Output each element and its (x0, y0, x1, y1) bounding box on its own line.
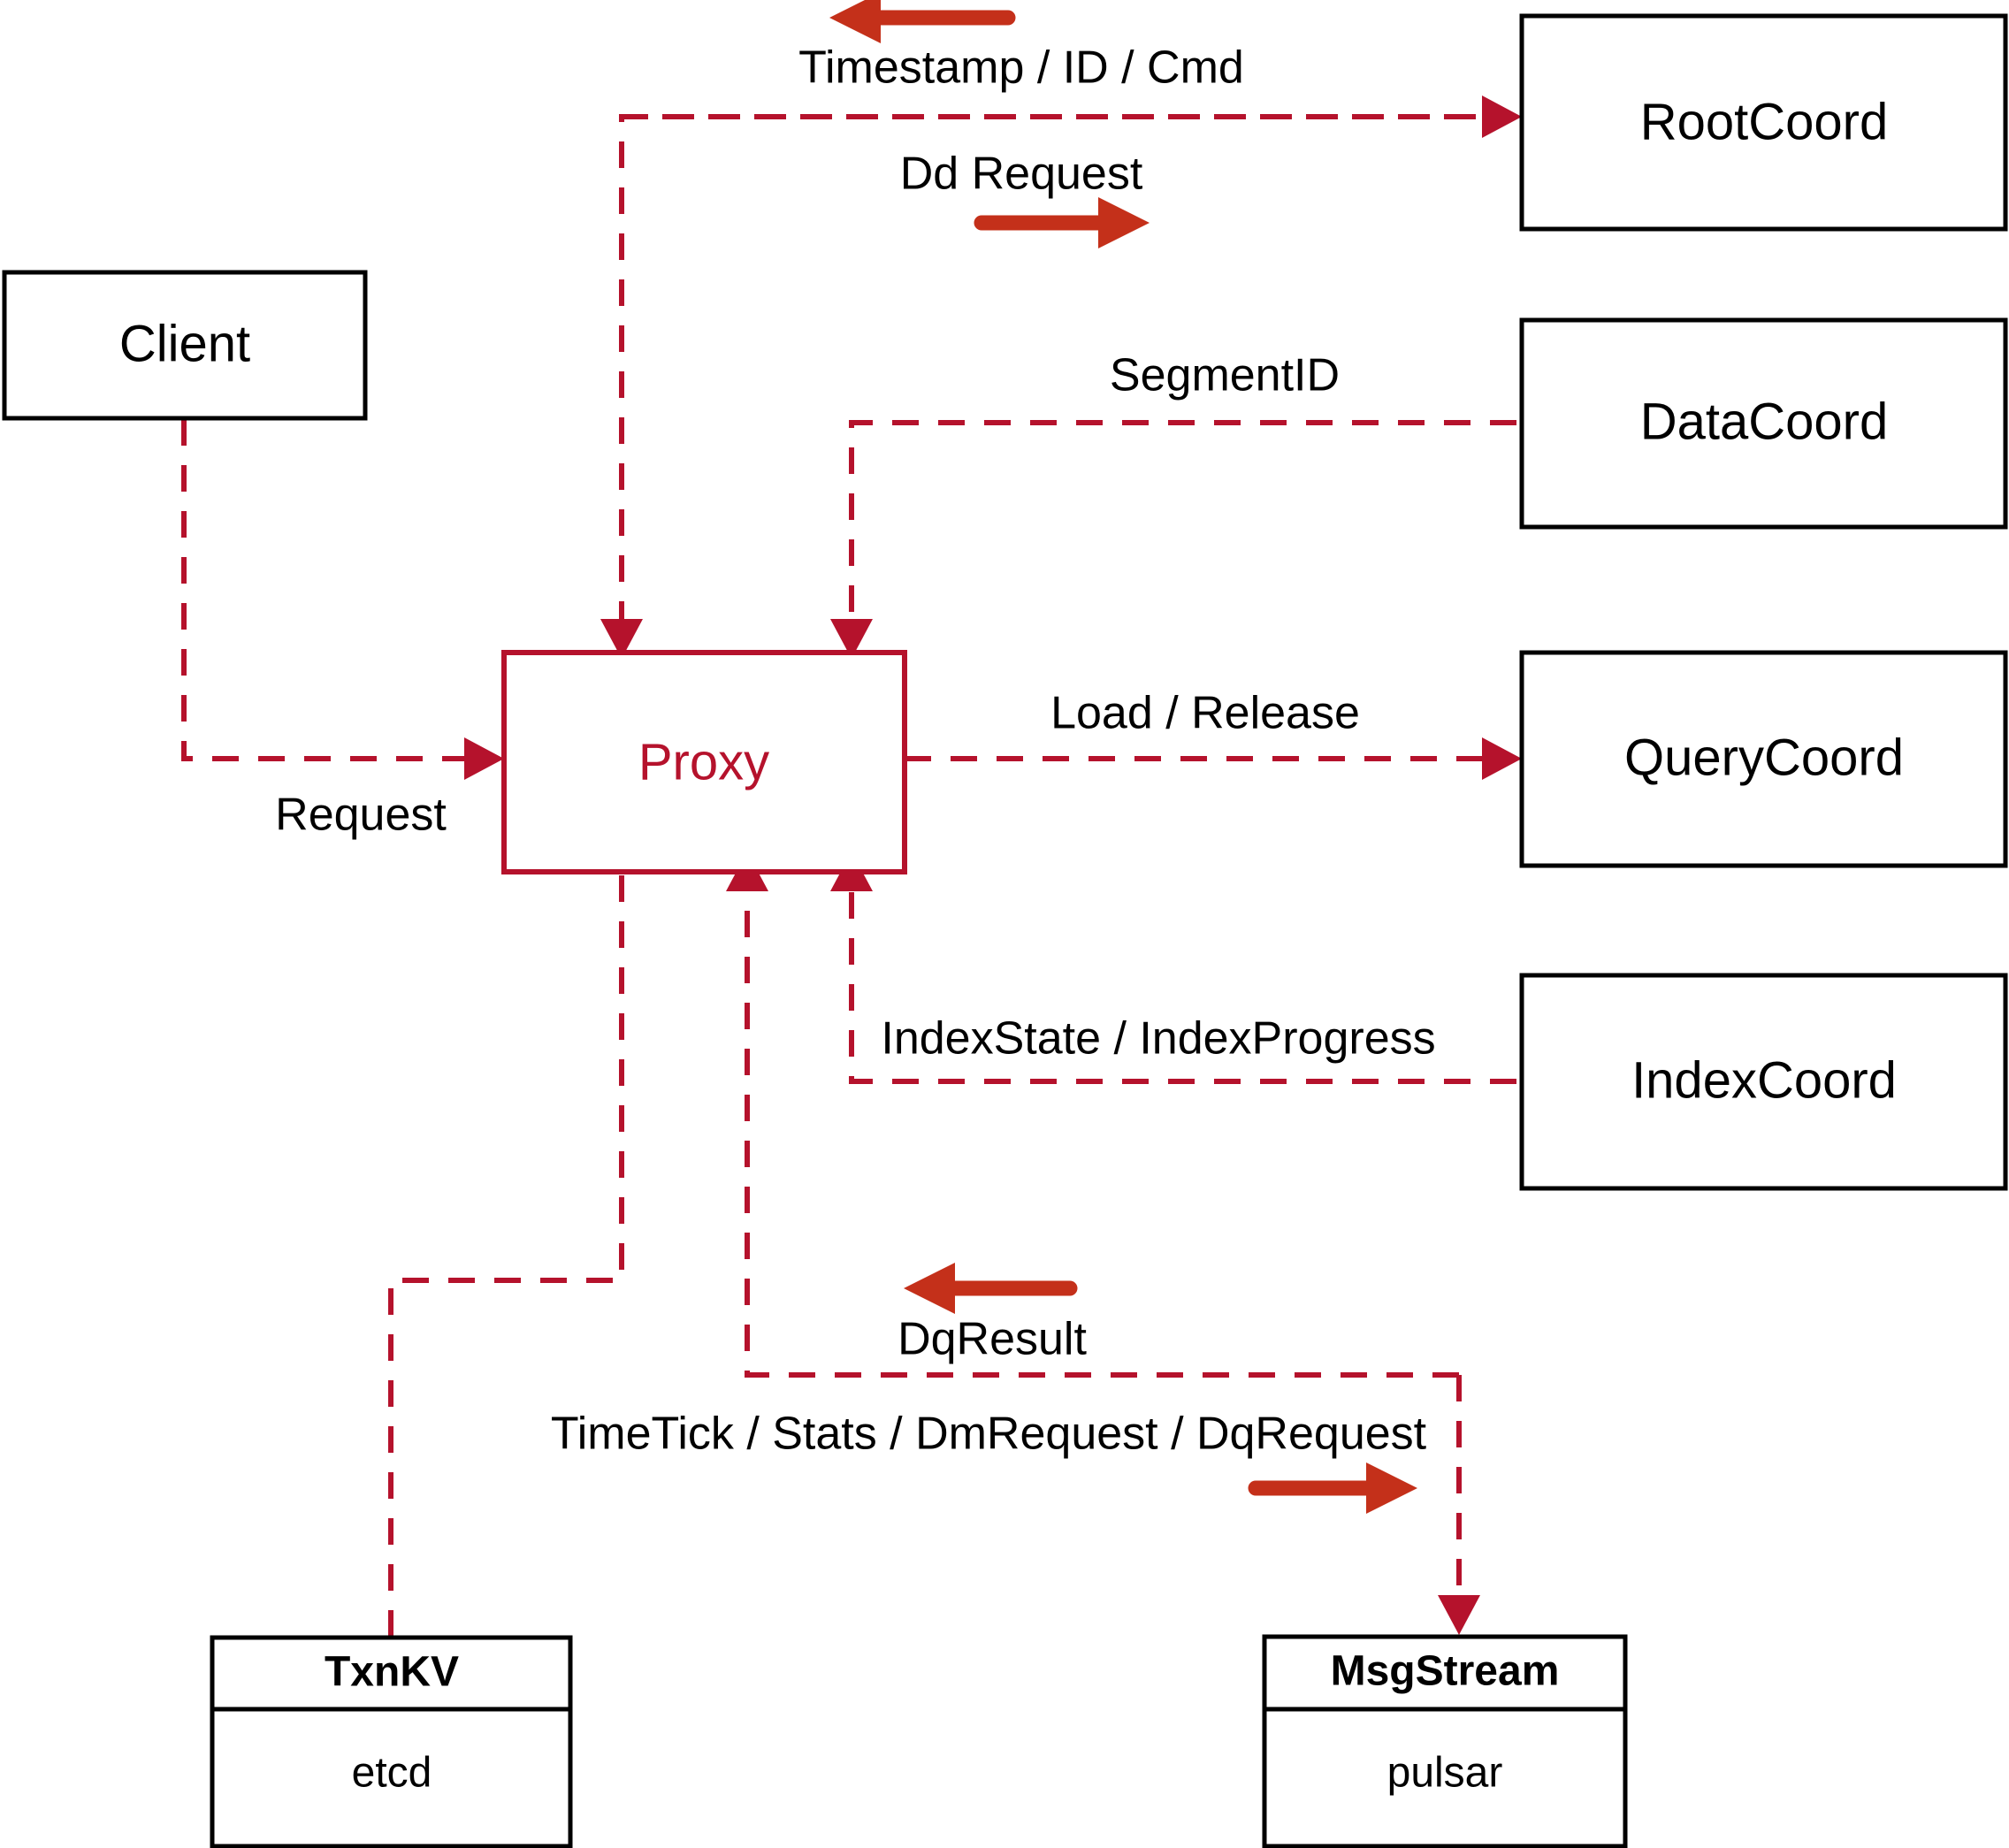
node-querycoord[interactable]: QueryCoord (1519, 650, 2008, 868)
direction-arrow-right-msgrequest (1248, 1462, 1417, 1514)
edge-segment-id (830, 420, 1516, 659)
edge-txnkv-link (388, 875, 624, 1638)
edge-msg-request (1438, 1375, 1480, 1635)
edge-label-segment-id: SegmentID (1110, 350, 1340, 401)
node-querycoord-label: QueryCoord (1624, 729, 1904, 786)
edge-request (181, 419, 504, 780)
node-txnkv-sublabel: etcd (352, 1750, 432, 1797)
edge-label-request: Request (275, 790, 447, 841)
node-datacoord-label: DataCoord (1640, 393, 1888, 450)
edge-label-dq-result: DqResult (898, 1314, 1087, 1365)
node-proxy[interactable]: Proxy (501, 650, 907, 874)
edge-dq-result (726, 851, 1459, 1378)
edge-label-timestamp-id-cmd: Timestamp / ID / Cmd (798, 42, 1244, 94)
node-indexcoord[interactable]: IndexCoord (1519, 973, 2008, 1191)
direction-arrow-right-dd-request (974, 197, 1150, 248)
edge-dd-request (622, 95, 1522, 138)
edge-label-load-release: Load / Release (1050, 688, 1360, 739)
edge-load-release (905, 737, 1522, 780)
node-txnkv[interactable]: TxnKV etcd (210, 1635, 573, 1848)
direction-arrow-left-dqresult (904, 1263, 1078, 1314)
edge-label-dd-request: Dd Request (900, 149, 1143, 200)
node-rootcoord[interactable]: RootCoord (1519, 13, 2008, 232)
node-msgstream-sublabel: pulsar (1387, 1750, 1503, 1797)
node-txnkv-label: TxnKV (325, 1649, 459, 1696)
node-msgstream[interactable]: MsgStream pulsar (1262, 1634, 1628, 1848)
node-client[interactable]: Client (2, 270, 368, 421)
node-client-label: Client (119, 315, 250, 372)
node-datacoord[interactable]: DataCoord (1519, 317, 2008, 530)
node-msgstream-label: MsgStream (1331, 1648, 1560, 1695)
node-rootcoord-label: RootCoord (1640, 93, 1888, 150)
edge-label-index-state: IndexState / IndexProgress (881, 1013, 1435, 1065)
node-proxy-label: Proxy (638, 733, 769, 790)
edge-label-msg-request: TimeTick / Stats / DmRequest / DqRequest (551, 1409, 1427, 1460)
node-indexcoord-label: IndexCoord (1631, 1051, 1897, 1109)
direction-arrow-left-timestamp (829, 0, 1016, 43)
